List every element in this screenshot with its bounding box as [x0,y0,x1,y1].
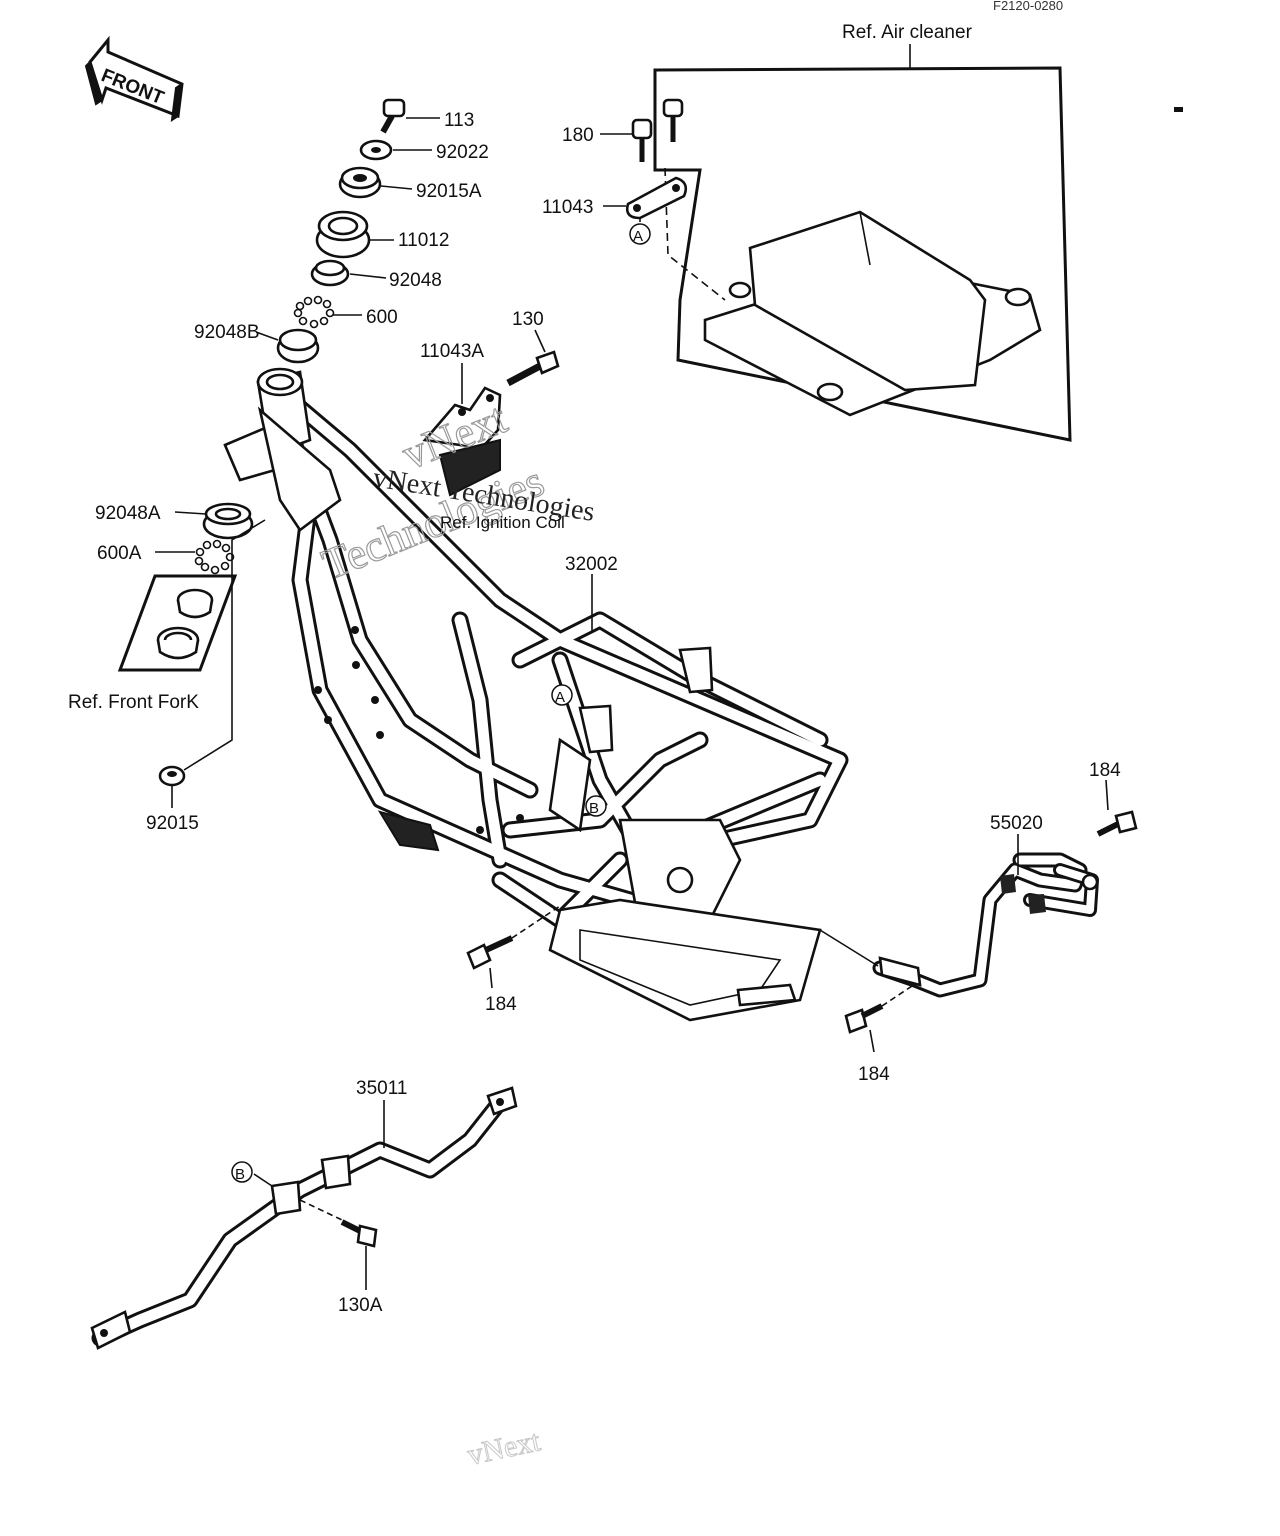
part-label-55020: 55020 [990,813,1043,834]
part-label-11043: 11043 [542,197,593,218]
watermark-bottom: vNext [465,1424,544,1472]
race-92048a-icon [202,502,254,540]
ball-bearing-600-icon [293,295,335,329]
part-label-92015a: 92015A [416,181,482,202]
front-fork-ref-group [117,574,238,672]
ref-ignition-coil-label: Ref. Ignition Coil [440,513,565,532]
air-cleaner-group: Ref. Air cleaner [653,22,1072,442]
ball-bearing-600a-icon [194,539,235,575]
race-92048b-icon [276,328,320,364]
marker-a-top: A [633,228,643,245]
bolt-130a-icon [340,1219,378,1248]
part-label-184-frame: 184 [485,994,517,1015]
bolt-113-icon [380,98,406,134]
part-label-92048b: 92048B [194,322,260,343]
part-label-184-bar-bottom: 184 [858,1064,890,1085]
part-label-92022: 92022 [436,142,489,163]
front-arrow-icon: FRONT [84,35,184,123]
bolt-184-bar-bottom-icon [844,1003,884,1034]
marker-b-bar: B [235,1166,245,1183]
bolt-130-icon [506,350,560,387]
plate-11043-icon [625,176,688,220]
part-label-184-bar-top: 184 [1089,760,1121,781]
part-label-92048: 92048 [389,270,442,291]
part-label-180: 180 [562,125,594,146]
part-label-600a: 600A [97,543,142,564]
part-label-92015: 92015 [146,813,199,834]
nut-92015-icon [158,765,186,787]
part-label-113: 113 [444,110,474,131]
nut-92015a-icon [338,166,382,199]
diagram-code: F2120-0280 [993,0,1063,13]
part-label-130a: 130A [338,1295,383,1316]
ref-air-cleaner-label: Ref. Air cleaner [842,22,973,43]
bolt-180-icon [631,118,653,162]
bolt-184-frame-icon [466,935,514,970]
bar-35011-icon [90,1086,518,1350]
bracket-11043a-icon [422,386,502,497]
frame-32002-icon [223,367,849,1022]
bolt-180b-icon [662,98,684,142]
bolt-184-bar-top-icon [1096,810,1138,837]
bar-55020-icon [872,852,1099,998]
part-label-600: 600 [366,307,398,328]
part-label-11012: 11012 [398,230,449,251]
part-label-35011: 35011 [356,1078,407,1099]
part-label-92048a: 92048A [95,503,161,524]
seal-11012-icon [315,210,371,259]
ref-front-fork-label: Ref. Front ForK [68,692,199,713]
part-label-32002: 32002 [565,554,618,575]
marker-a-frame: A [555,689,565,706]
race-92048-icon [310,259,350,287]
part-label-11043a: 11043A [420,341,484,362]
part-label-130: 130 [512,309,544,330]
marker-b-frame: B [589,800,599,817]
scan-mark [1174,107,1183,112]
